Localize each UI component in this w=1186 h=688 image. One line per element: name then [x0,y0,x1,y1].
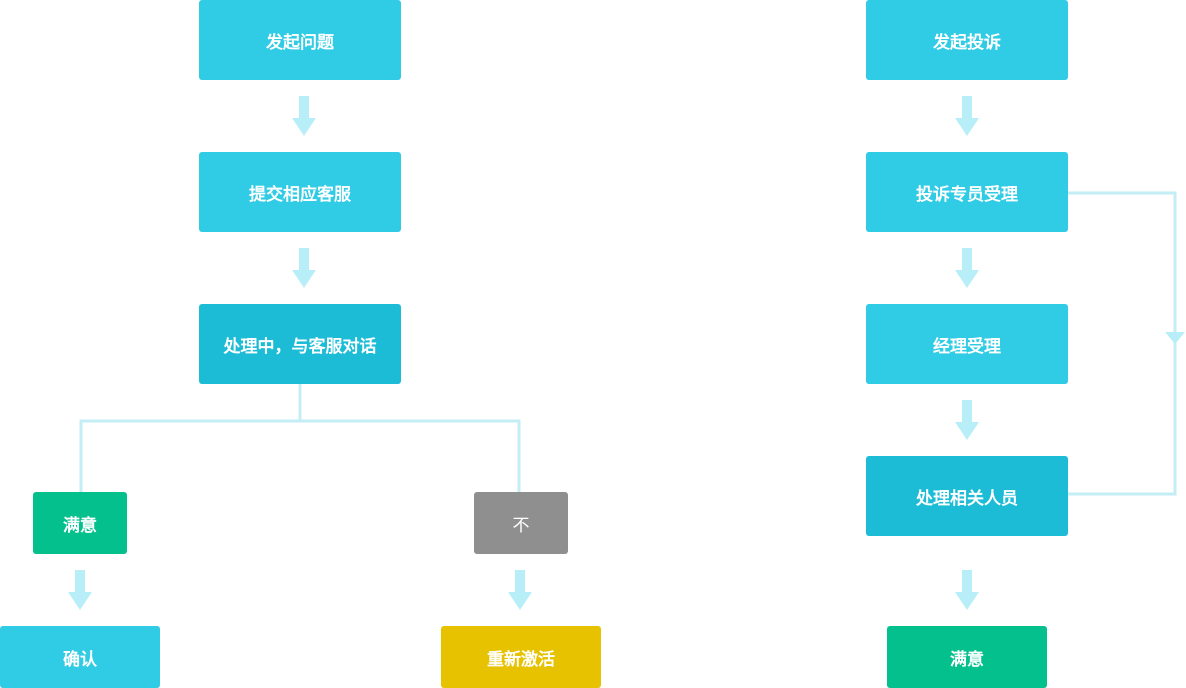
bypass-arrowhead [1165,332,1185,344]
node-complaint-specialist: 投诉专员受理 [866,152,1068,232]
node-processing-dialog: 处理中，与客服对话 [199,304,401,384]
bypass-connector [1068,191,1177,496]
down-arrow-icon [955,248,979,288]
branch-connector [300,419,521,492]
down-arrow-icon [292,248,316,288]
node-start-question: 发起问题 [199,0,401,80]
down-arrow-icon [955,570,979,610]
down-arrow-icon [955,400,979,440]
node-confirm: 确认 [0,626,160,688]
branch-connector [79,384,302,492]
node-manager: 经理受理 [866,304,1068,384]
node-start-complaint: 发起投诉 [866,0,1068,80]
down-arrow-icon [292,96,316,136]
node-satisfied: 满意 [33,492,127,554]
node-handle-personnel: 处理相关人员 [866,456,1068,536]
node-not-satisfied: 不 [474,492,568,554]
node-submit-service: 提交相应客服 [199,152,401,232]
node-reactivate: 重新激活 [441,626,601,688]
down-arrow-icon [68,570,92,610]
node-right-satisfied: 满意 [887,626,1047,688]
down-arrow-icon [508,570,532,610]
down-arrow-icon [955,96,979,136]
